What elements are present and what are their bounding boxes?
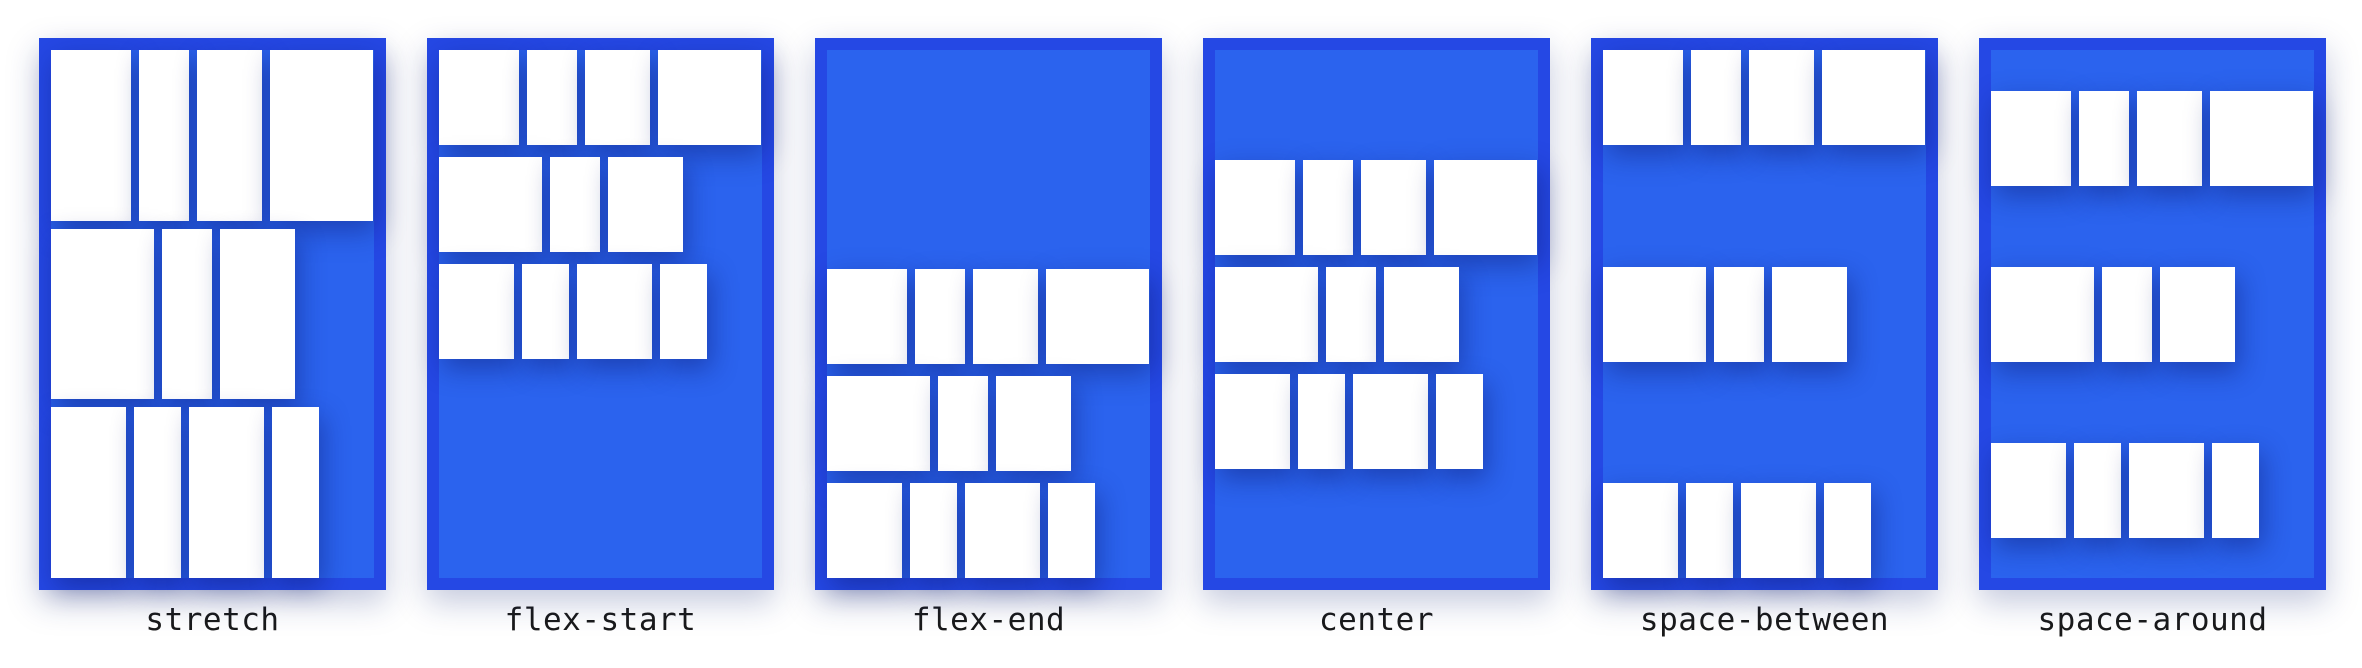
flex-container-box bbox=[39, 38, 386, 590]
panel-label: flex-start bbox=[504, 602, 697, 638]
flex-item bbox=[585, 50, 650, 145]
flex-item bbox=[1384, 266, 1459, 362]
flex-item bbox=[2210, 90, 2313, 186]
flex-item bbox=[51, 407, 126, 578]
flex-item bbox=[2137, 90, 2202, 186]
flex-container-box bbox=[1203, 38, 1550, 590]
flex-item bbox=[1603, 50, 1683, 145]
flex-item bbox=[1741, 483, 1816, 578]
flex-item bbox=[51, 50, 131, 221]
flex-item bbox=[1772, 266, 1847, 362]
flex-item bbox=[2079, 90, 2129, 186]
panel-label: space-between bbox=[1639, 602, 1890, 638]
flex-item bbox=[522, 264, 569, 359]
flex-item bbox=[1691, 50, 1741, 145]
flex-item bbox=[1822, 50, 1925, 145]
align-content-diagram: stretch flex-start bbox=[39, 38, 2326, 638]
flex-item bbox=[1603, 483, 1678, 578]
flex-item bbox=[220, 228, 295, 400]
flex-item bbox=[1686, 483, 1733, 578]
panel-label: space-around bbox=[2037, 602, 2268, 638]
flex-item bbox=[272, 407, 319, 578]
flex-item bbox=[996, 376, 1071, 471]
flex-item bbox=[51, 228, 154, 400]
flex-item bbox=[1603, 266, 1706, 362]
flex-item bbox=[827, 483, 902, 578]
flex-item bbox=[527, 50, 577, 145]
flex-item bbox=[827, 269, 907, 364]
flex-item bbox=[910, 483, 957, 578]
flex-item bbox=[197, 50, 262, 221]
flex-item bbox=[1749, 50, 1814, 145]
panel-space-around: space-around bbox=[1979, 38, 2326, 638]
flex-container bbox=[1603, 50, 1926, 578]
flex-item bbox=[1215, 266, 1318, 362]
flex-item bbox=[608, 157, 683, 252]
flex-item bbox=[1434, 159, 1537, 255]
flex-item bbox=[2160, 266, 2235, 362]
flex-item bbox=[1303, 159, 1353, 255]
flex-item bbox=[550, 157, 600, 252]
flex-container-box bbox=[815, 38, 1162, 590]
flex-item bbox=[2212, 442, 2259, 538]
flex-item bbox=[973, 269, 1038, 364]
panel-label: stretch bbox=[145, 602, 280, 638]
flex-item bbox=[1326, 266, 1376, 362]
flex-item bbox=[1298, 373, 1345, 469]
flex-item bbox=[2129, 442, 2204, 538]
flex-item bbox=[1824, 483, 1871, 578]
flex-container bbox=[439, 50, 762, 578]
flex-item bbox=[162, 228, 212, 400]
flex-container-box bbox=[427, 38, 774, 590]
flex-item bbox=[270, 50, 373, 221]
flex-container-box bbox=[1979, 38, 2326, 590]
panel-center: center bbox=[1203, 38, 1550, 638]
flex-item bbox=[1436, 373, 1483, 469]
flex-item bbox=[1215, 159, 1295, 255]
flex-item bbox=[2102, 266, 2152, 362]
flex-item bbox=[938, 376, 988, 471]
flex-item bbox=[1991, 266, 2094, 362]
flex-container bbox=[827, 50, 1150, 578]
flex-item bbox=[660, 264, 707, 359]
flex-item bbox=[965, 483, 1040, 578]
flex-item bbox=[189, 407, 264, 578]
flex-item bbox=[439, 157, 542, 252]
flex-item bbox=[1991, 442, 2066, 538]
panel-label: flex-end bbox=[911, 602, 1066, 638]
flex-container bbox=[1991, 50, 2314, 578]
flex-item bbox=[1991, 90, 2071, 186]
flex-item bbox=[139, 50, 189, 221]
flex-item bbox=[134, 407, 181, 578]
flex-item bbox=[577, 264, 652, 359]
flex-container bbox=[1215, 50, 1538, 578]
flex-item bbox=[1048, 483, 1095, 578]
flex-item bbox=[439, 264, 514, 359]
panel-space-between: space-between bbox=[1591, 38, 1938, 638]
flex-item bbox=[658, 50, 761, 145]
panel-stretch: stretch bbox=[39, 38, 386, 638]
flex-item bbox=[439, 50, 519, 145]
flex-item bbox=[1714, 266, 1764, 362]
flex-item bbox=[1353, 373, 1428, 469]
flex-item bbox=[1361, 159, 1426, 255]
flex-item bbox=[827, 376, 930, 471]
flex-item bbox=[915, 269, 965, 364]
flex-item bbox=[1046, 269, 1149, 364]
panel-flex-end: flex-end bbox=[815, 38, 1162, 638]
panel-label: center bbox=[1319, 602, 1434, 638]
flex-item bbox=[2074, 442, 2121, 538]
flex-container bbox=[51, 50, 374, 578]
flex-item bbox=[1215, 373, 1290, 469]
flex-container-box bbox=[1591, 38, 1938, 590]
panel-flex-start: flex-start bbox=[427, 38, 774, 638]
